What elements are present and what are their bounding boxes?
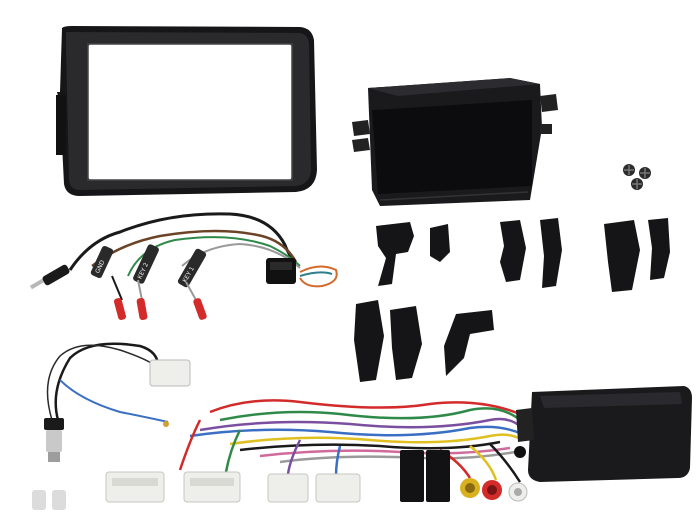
- fitting-brackets: [354, 218, 670, 382]
- aerial-adaptor: [44, 342, 191, 462]
- din-pocket: [352, 78, 558, 206]
- steering-control-lead: GND KEY 2 KEY 1: [29, 212, 338, 321]
- screws: [623, 164, 651, 190]
- loom-connectors: [32, 450, 528, 510]
- fascia-panel: [56, 26, 317, 196]
- interface-module: [514, 386, 692, 482]
- main-wiring-loom: [178, 399, 523, 483]
